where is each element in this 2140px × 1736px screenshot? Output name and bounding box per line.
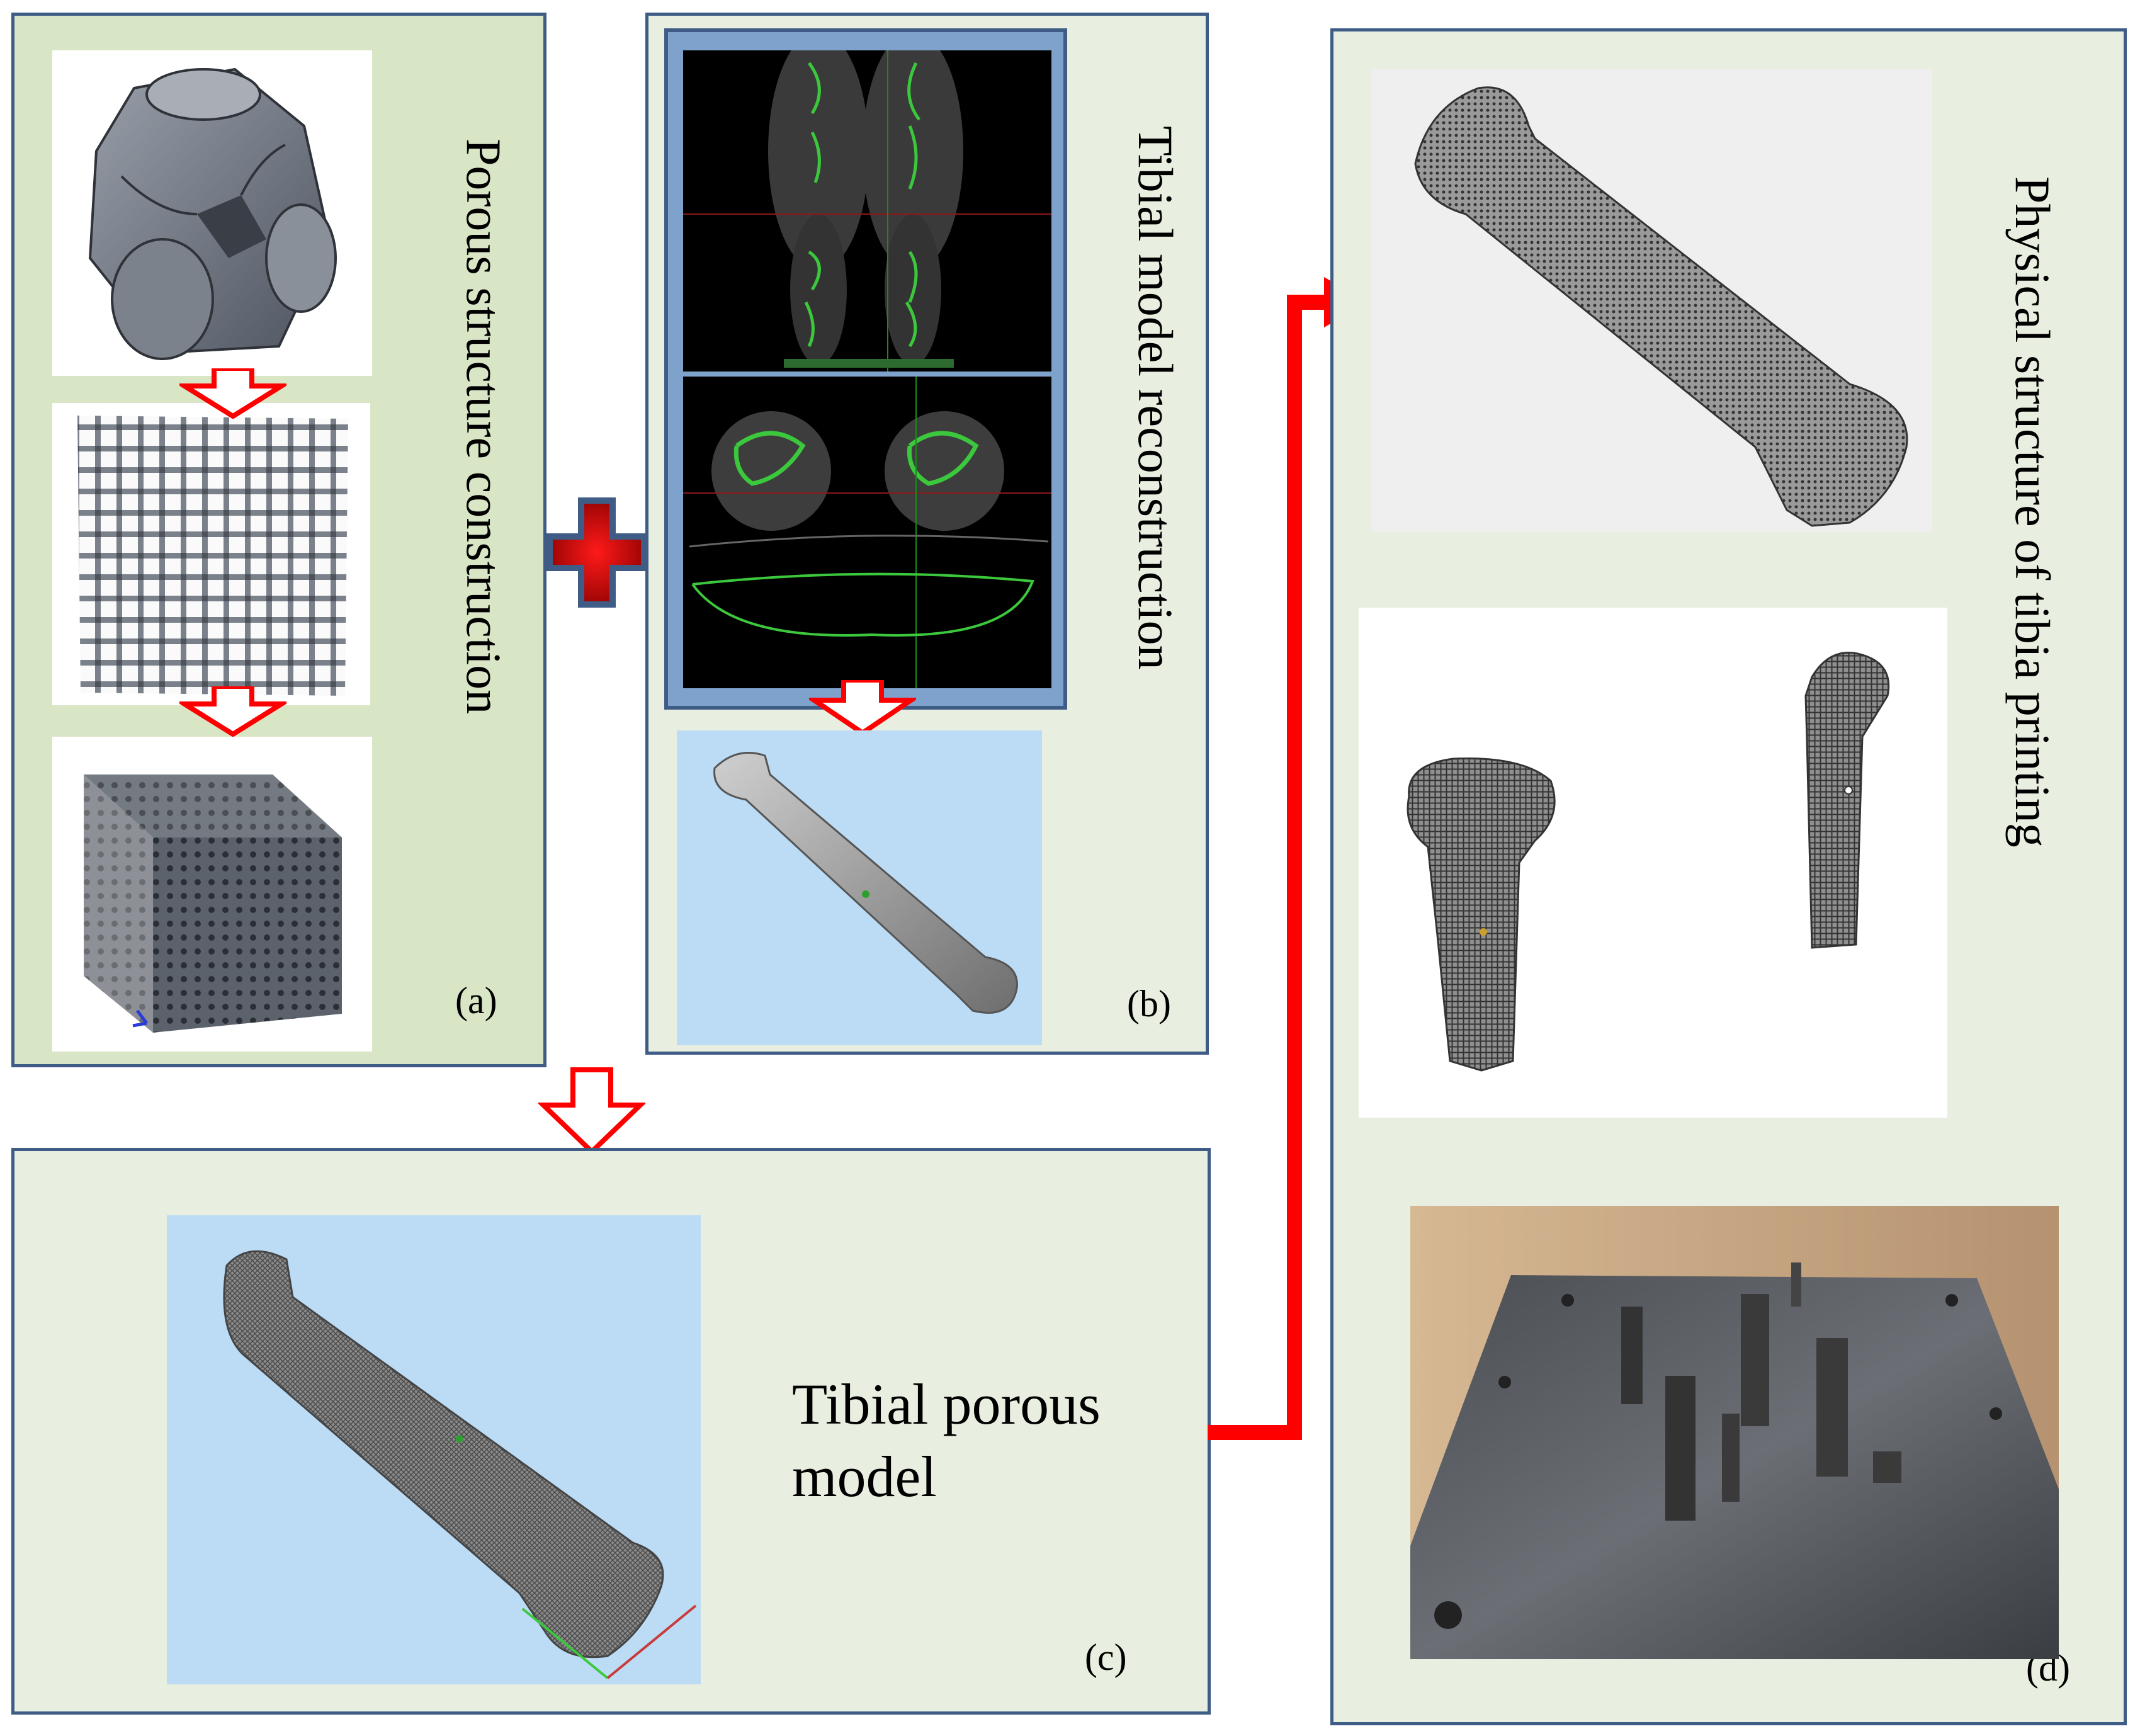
panel-a-label: (a) bbox=[455, 980, 497, 1021]
tibia-porous-model bbox=[167, 1215, 701, 1684]
tibia-lattice-print-model bbox=[1371, 69, 1932, 532]
lattice-plane-image bbox=[52, 403, 370, 705]
panel-d-title: Physical structure of tibia printing bbox=[2005, 176, 2060, 848]
tibia-sliced-parts bbox=[1359, 608, 1947, 1118]
arrow-down-icon bbox=[179, 686, 286, 737]
plus-icon bbox=[546, 497, 647, 608]
arrow-down-icon bbox=[809, 680, 916, 736]
arrow-down-icon bbox=[538, 1067, 645, 1155]
panel-b-title: Tibial model reconstruction bbox=[1128, 126, 1183, 670]
tibia-3d-model bbox=[677, 730, 1042, 1045]
panel-c-title: Tibial porous model bbox=[792, 1372, 1101, 1509]
printed-parts-photo bbox=[1410, 1206, 2059, 1659]
arrow-down-icon bbox=[179, 368, 286, 419]
ct-axial-view bbox=[683, 377, 1051, 688]
panel-a-title: Porous structure construction bbox=[456, 139, 511, 715]
unit-cell-image bbox=[52, 50, 372, 376]
panel-c-label: (c) bbox=[1085, 1637, 1127, 1678]
panel-b-label: (b) bbox=[1127, 983, 1171, 1024]
lattice-cube-image bbox=[52, 737, 372, 1052]
ct-coronal-view bbox=[683, 50, 1051, 372]
